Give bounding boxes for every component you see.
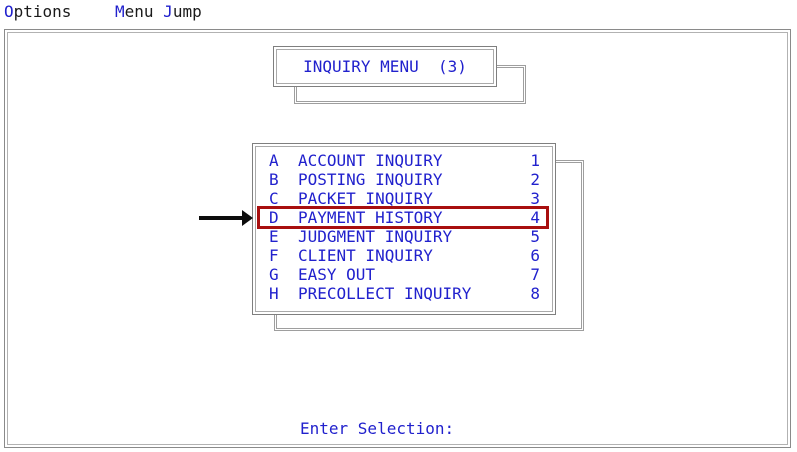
menu-item-label: PAYMENT HISTORY [298,208,443,227]
menu-item-label: PRECOLLECT INQUIRY [298,284,472,303]
arrow-shaft [199,216,243,220]
menu-item-key: D [269,208,279,227]
main-window-inner-border [7,32,788,445]
options-label: ptions [13,2,72,21]
menu-label: enu [124,2,164,21]
menu-item-key: B [269,170,279,189]
menu-item-number: 8 [530,284,540,303]
menu-item-number: 4 [530,208,540,227]
menu-item-g[interactable]: G EASY OUT 7 [269,265,540,284]
menu-item-c[interactable]: C PACKET INQUIRY 3 [269,189,540,208]
arrow-head [242,210,253,226]
selection-arrow-icon [199,210,254,227]
menu-box: A ACCOUNT INQUIRY 1 B POSTING INQUIRY 2 C PAC… [252,143,556,315]
enter-selection-prompt[interactable]: Enter Selection: [300,419,455,438]
menu-item-d[interactable]: D PAYMENT HISTORY 4 [269,208,540,227]
menu-item-label: EASY OUT [298,265,376,284]
menu-item-number: 5 [530,227,540,246]
menu-item-label: CLIENT INQUIRY [298,246,433,265]
menu-item-number: 2 [530,170,540,189]
menu-item-key: G [269,265,279,284]
menu-item-key: H [269,284,279,303]
menu-item-label: ACCOUNT INQUIRY [298,151,443,170]
menu-mnemonic: M [115,2,125,21]
jump-mnemonic: J [163,2,173,21]
menu-item-key: A [269,151,279,170]
menu-item-label: PACKET INQUIRY [298,189,433,208]
menu-item-label: POSTING INQUIRY [298,170,443,189]
menu-item-b[interactable]: B POSTING INQUIRY 2 [269,170,540,189]
menu-item-f[interactable]: F CLIENT INQUIRY 6 [269,246,540,265]
menu-item-label: JUDGMENT INQUIRY [298,227,453,246]
menu-item-key: F [269,246,279,265]
menu-item-number: 6 [530,246,540,265]
menubar: Options Menu Jump [0,0,797,28]
jump-label: ump [172,2,202,21]
options-mnemonic: O [4,2,14,21]
menu-item-number: 7 [530,265,540,284]
menubar-item-menu-jump[interactable]: Menu Jump [115,2,202,21]
title-box: INQUIRY MENU (3) [273,46,497,87]
menu-list: A ACCOUNT INQUIRY 1 B POSTING INQUIRY 2 C PAC… [256,147,552,311]
menubar-item-options[interactable]: Options [4,2,71,21]
page-title: INQUIRY MENU (3) [303,57,467,76]
menu-item-a[interactable]: A ACCOUNT INQUIRY 1 [269,151,540,170]
menu-item-key: C [269,189,279,208]
menu-item-number: 3 [530,189,540,208]
menu-item-key: E [269,227,279,246]
menu-box-inner-border [255,146,553,312]
title-box-inner-border [276,49,494,84]
menu-item-h[interactable]: H PRECOLLECT INQUIRY 8 [269,284,540,303]
menu-item-number: 1 [530,151,540,170]
menu-item-e[interactable]: E JUDGMENT INQUIRY 5 [269,227,540,246]
